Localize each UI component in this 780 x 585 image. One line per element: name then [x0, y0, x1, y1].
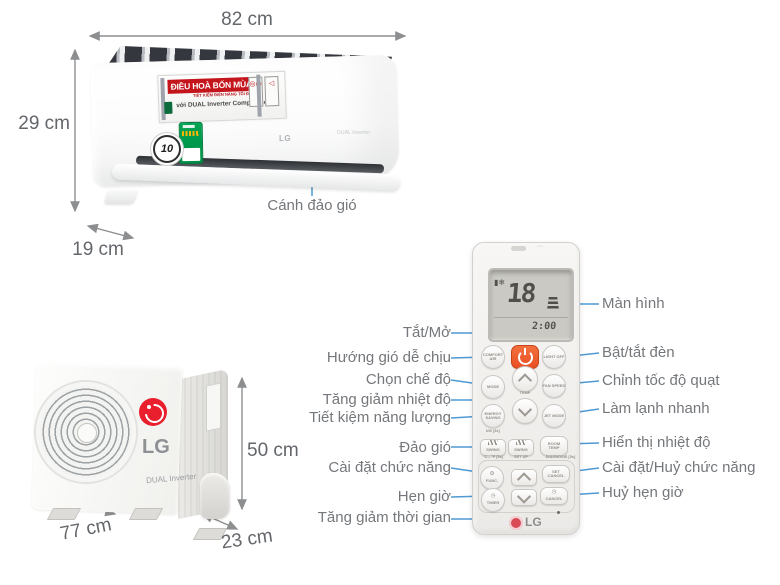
- outdoor-unit: LG DUAL Inverter: [30, 352, 240, 542]
- outdoor-fan-grille: [36, 382, 136, 482]
- temp-up-button[interactable]: [512, 366, 538, 392]
- diagnosis-sub-label: DIAGNOSIS [5s]: [545, 455, 576, 459]
- indoor-width-label: 82 cm: [221, 9, 273, 30]
- eco-logo: [164, 101, 173, 115]
- indoor-unit-bracket: [103, 190, 139, 204]
- chevron-up-icon: [517, 373, 533, 388]
- outdoor-lg-wordmark: LG: [142, 436, 170, 458]
- display-time: 2:00: [531, 321, 557, 332]
- feature-icon-cooling: ◎◎: [248, 76, 264, 108]
- swing-louver-icon: [488, 440, 498, 446]
- chevron-down-icon: [517, 402, 533, 417]
- mode-button[interactable]: MODE: [481, 375, 505, 399]
- indoor-unit: ĐIỀU HOÀ BỐN MÙA TIẾT KIỆM ĐIỆN NĂNG TỐI…: [90, 42, 402, 210]
- energy-saving-sub-label: kW [3s]: [486, 429, 500, 433]
- callout-set-cancel: Cài đặt/Huỷ chức năng: [602, 459, 756, 476]
- energy-label-header: [182, 124, 195, 129]
- power-button[interactable]: [511, 345, 539, 369]
- remote-display: ▮❄ 18 2:00: [488, 268, 574, 342]
- chevron-down-icon: [516, 489, 532, 504]
- fan-speed-indicator-icon: [547, 297, 559, 310]
- outdoor-foot: [46, 508, 82, 520]
- energy-label-info-box: [182, 147, 201, 162]
- callout-function-set: Cài đặt chức năng: [328, 459, 451, 476]
- energy-saving-button[interactable]: ENERGY SAVING: [481, 404, 505, 428]
- display-temperature: 18: [505, 279, 536, 309]
- sticker-feature-icons: ◎◎ ◁: [248, 76, 280, 108]
- light-off-button[interactable]: LIGHT OFF: [542, 345, 566, 369]
- celsius-fahrenheit-sub-label: °C↔°F [5s]: [483, 455, 504, 459]
- display-divider: [494, 317, 568, 318]
- indoor-lg-logo: LG: [279, 134, 292, 143]
- gear-icon: ⚙: [489, 470, 495, 477]
- clock-icon: ◷: [490, 492, 496, 499]
- lg-logo-emblem: [139, 398, 167, 426]
- sticker-subtitle: TIẾT KIỆM ĐIỆN NĂNG TỐI ĐA: [192, 91, 252, 99]
- outdoor-spec-label: [206, 382, 221, 432]
- energy-label-stars: [181, 130, 200, 137]
- callout-power: Tắt/Mở: [402, 324, 451, 341]
- callout-energy-saving: Tiết kiệm năng lượng: [309, 409, 451, 426]
- callout-temp-adjust: Tăng giảm nhiệt độ: [322, 391, 451, 408]
- warranty-10-year-badge: 10: [153, 135, 181, 163]
- timer-cancel-button[interactable]: ◷ CANCEL: [540, 487, 568, 505]
- function-button[interactable]: ⚙ FUNC.: [480, 466, 504, 490]
- time-up-button[interactable]: [511, 469, 537, 486]
- outdoor-pipe-cover: [200, 473, 230, 519]
- remote-control: ⋯ ▮❄ 18 2:00 COMFORT AIR LIGHT OFF MODE …: [472, 242, 580, 535]
- clock-icon: ◷: [551, 488, 557, 495]
- callout-timer: Hẹn giờ: [397, 488, 451, 505]
- ir-emitter: [511, 246, 526, 251]
- callout-comfort-air: Hướng gió dễ chịu: [326, 349, 451, 366]
- callout-swing: Đảo gió: [399, 439, 451, 456]
- swing-louver-icon: [516, 440, 526, 446]
- remote-lg-emblem: [509, 516, 523, 530]
- reset-hole: [557, 511, 560, 514]
- callout-light: Bật/tắt đèn: [602, 344, 675, 361]
- speaker-holes: ⋯: [537, 244, 544, 250]
- callout-fan-speed: Chỉnh tốc độ quạt: [602, 372, 720, 389]
- callout-room-temp: Hiển thị nhiệt độ: [602, 434, 711, 451]
- indoor-dual-inverter-print: DUAL Inverter: [337, 130, 371, 136]
- indoor-height-label: 29 cm: [18, 113, 70, 134]
- callout-mode: Chọn chế độ: [365, 371, 451, 388]
- remote-lg-wordmark: LG: [525, 515, 542, 529]
- comfort-air-button[interactable]: COMFORT AIR: [481, 345, 505, 369]
- temp-rocker-label: TEMP: [519, 391, 531, 395]
- fan-speed-button[interactable]: FAN SPEED: [542, 374, 566, 398]
- swing-horizontal-button[interactable]: SWING: [508, 439, 534, 456]
- power-icon: [517, 349, 533, 365]
- callout-cancel-timer: Huỷ hẹn giờ: [602, 484, 684, 501]
- energy-rating-label: [178, 121, 204, 165]
- swing-vertical-button[interactable]: SWING: [480, 439, 506, 456]
- outdoor-foot: [128, 508, 164, 520]
- jet-mode-button[interactable]: JET MODE: [542, 404, 566, 428]
- outdoor-height-label: 50 cm: [247, 440, 299, 461]
- chevron-up-icon: [516, 471, 532, 486]
- flap-callout-label: Cánh đảo gió: [267, 197, 357, 214]
- callout-time-adjust: Tăng giảm thời gian: [317, 509, 451, 526]
- temp-down-button[interactable]: [512, 398, 538, 424]
- feature-icon-quiet: ◁: [264, 76, 280, 107]
- mode-snowflake-icon: ▮❄: [494, 278, 506, 287]
- timer-button[interactable]: ◷ TIMER: [481, 488, 505, 512]
- set-cancel-button[interactable]: SET CANCEL: [542, 465, 570, 483]
- indoor-promo-sticker: ĐIỀU HOÀ BỐN MÙA TIẾT KIỆM ĐIỆN NĂNG TỐI…: [157, 70, 287, 124]
- room-temp-button[interactable]: ROOM TEMP: [540, 436, 568, 456]
- set-up-group-label: SET UP: [514, 455, 528, 459]
- time-down-button[interactable]: [511, 489, 537, 506]
- callout-jet-mode: Làm lạnh nhanh: [602, 400, 710, 417]
- callout-display: Màn hình: [602, 295, 665, 312]
- indoor-depth-label: 19 cm: [72, 239, 124, 260]
- timer-group-outline: [478, 460, 575, 513]
